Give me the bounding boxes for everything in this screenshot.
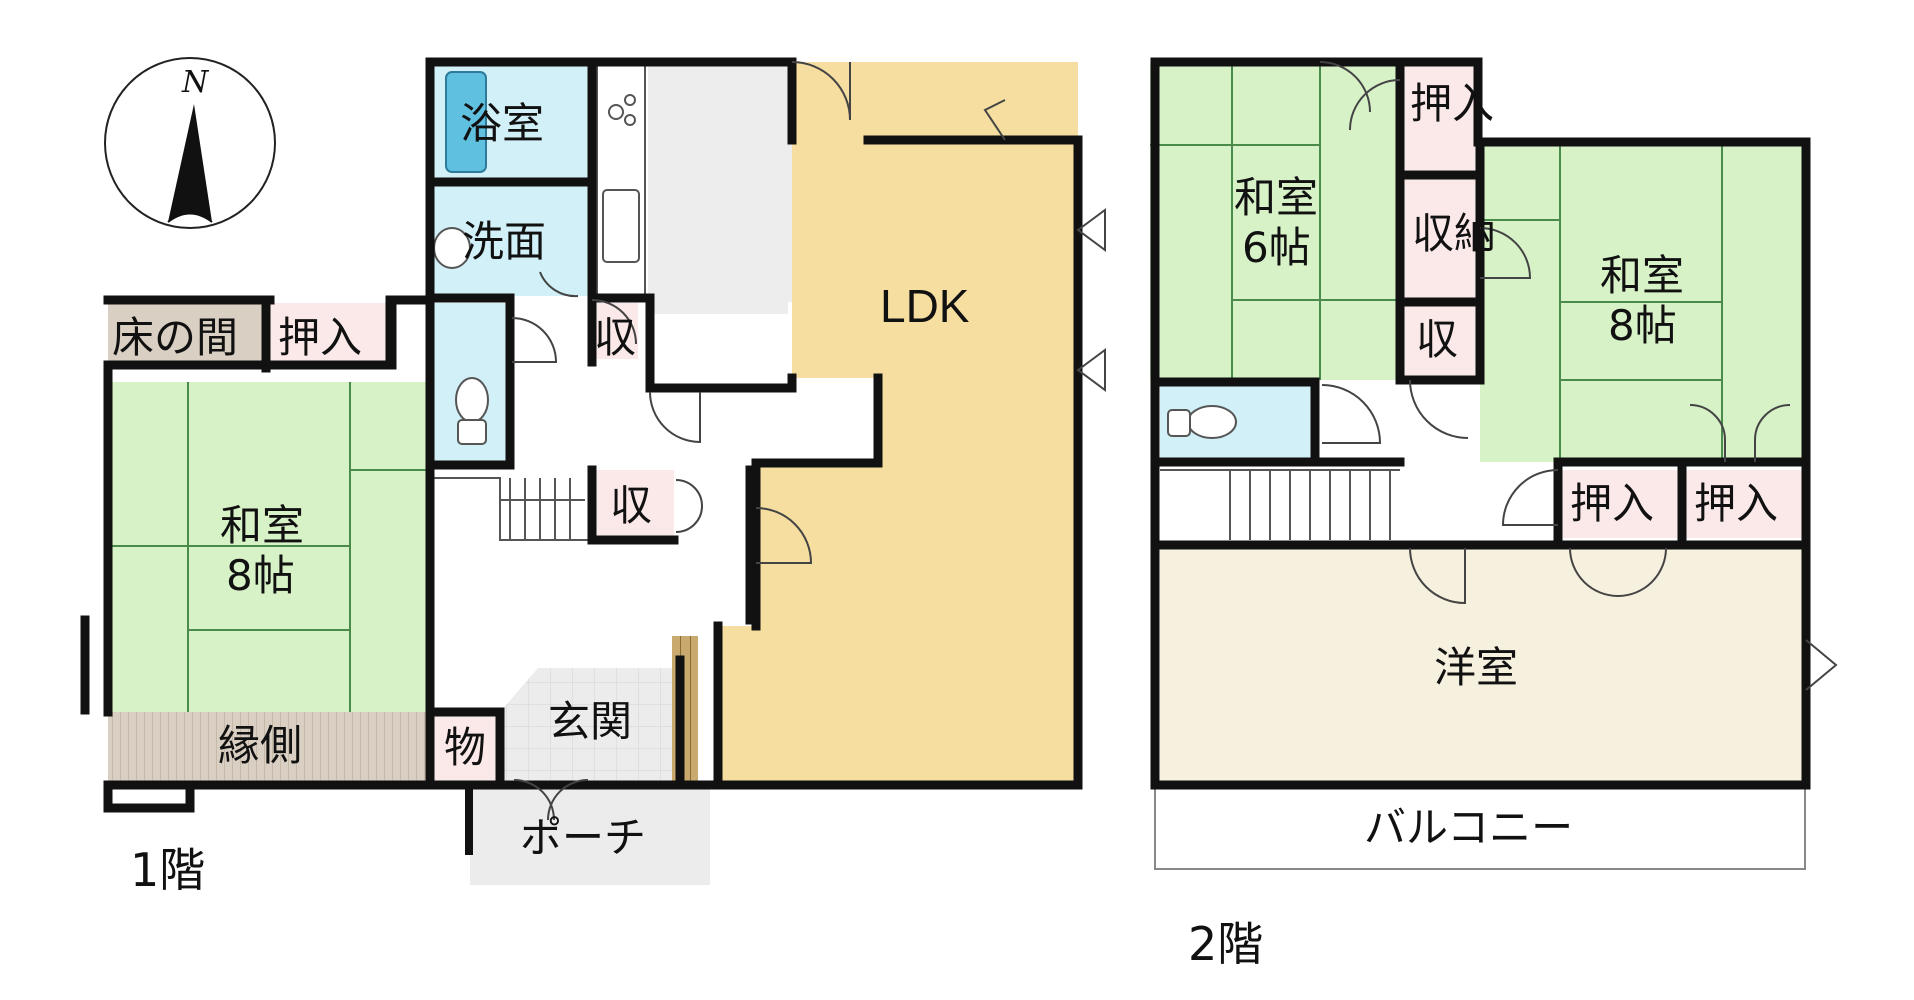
tokonoma-label: 床の間 bbox=[112, 313, 238, 362]
washitsu6-line1: 和室 bbox=[1234, 173, 1318, 222]
doors-2f bbox=[1319, 61, 1838, 691]
youshitsu-label: 洋室 bbox=[1434, 643, 1518, 692]
north-label: N bbox=[181, 65, 210, 100]
washitsu6-line2: 6帖 bbox=[1242, 223, 1311, 272]
porch-label: ポーチ bbox=[520, 813, 646, 862]
walls-1f bbox=[80, 57, 1083, 813]
walls-2f bbox=[1150, 57, 1811, 790]
mono-label: 物 bbox=[444, 723, 486, 772]
ldk-label: LDK bbox=[880, 280, 970, 332]
washitsu8-line2: 8帖 bbox=[1608, 301, 1677, 350]
washitsu-1f-line1: 和室 bbox=[220, 501, 304, 550]
floor2-label: 2階 bbox=[1188, 917, 1263, 971]
floor1-label: 1階 bbox=[130, 843, 205, 897]
genkan-label: 玄関 bbox=[548, 697, 632, 746]
stairs-2f bbox=[1160, 469, 1400, 540]
oshiire-b-label: 押入 bbox=[1694, 479, 1778, 528]
storage-2f-label: 収 bbox=[1416, 315, 1458, 364]
washitsu-1f-line2: 8帖 bbox=[226, 551, 295, 600]
tatami-lines-2f bbox=[1150, 62, 1723, 462]
floor1: 浴室 洗面 LDK 床の間 押入 和室 8帖 縁側 収 収 物 玄関 ポーチ 1… bbox=[80, 57, 1106, 897]
north-arrow-icon bbox=[168, 104, 212, 222]
washitsu6-fill bbox=[1150, 62, 1405, 380]
oshiire-a-label: 押入 bbox=[1570, 479, 1654, 528]
storage-kitchen-label: 収 bbox=[594, 313, 636, 362]
oshiire-top-label: 押入 bbox=[1410, 79, 1494, 128]
bath-label: 浴室 bbox=[460, 99, 544, 148]
balcony-label: バルコニー bbox=[1364, 803, 1573, 852]
engawa-label: 縁側 bbox=[218, 721, 302, 770]
compass: N bbox=[104, 57, 276, 229]
stairs-1f bbox=[432, 477, 588, 541]
washroom-label: 洗面 bbox=[462, 217, 546, 266]
storage-stairs-label: 収 bbox=[610, 481, 652, 530]
washitsu8-line1: 和室 bbox=[1600, 251, 1684, 300]
shuno-label: 収納 bbox=[1412, 209, 1496, 258]
tatami-lines-1f bbox=[108, 382, 430, 712]
oshiire-label-1f: 押入 bbox=[278, 313, 362, 362]
floor2: 押入 和室 6帖 収納 収 和室 8帖 押入 押入 洋室 バルコニー 2階 bbox=[1150, 57, 1838, 971]
doors-1f bbox=[511, 61, 1106, 821]
youshitsu-fill bbox=[1160, 545, 1806, 785]
